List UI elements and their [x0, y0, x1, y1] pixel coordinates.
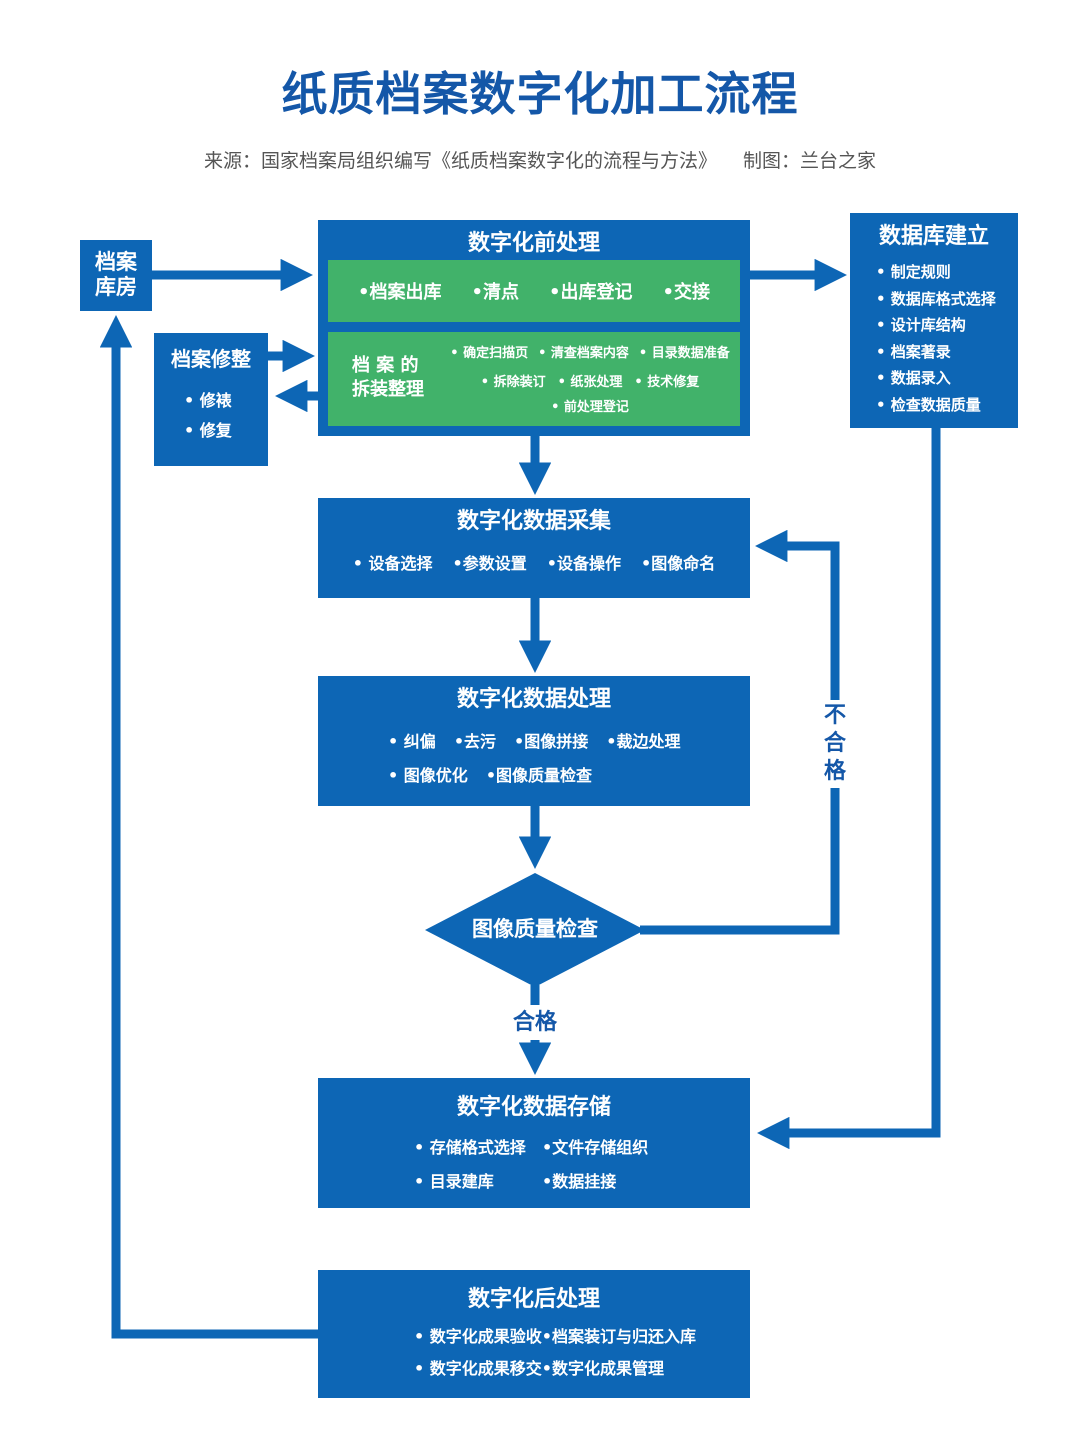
- list-item: • 档案著录: [876, 342, 951, 361]
- list-item: •去污: [453, 732, 497, 751]
- author-text: 制图：兰台之家: [743, 150, 877, 172]
- fail-label-char: 格: [823, 759, 846, 784]
- pre-processing-dismantle: 档 案 的 拆装整理 • 确定扫描页 • 清查档案内容 • 目录数据准备 • 拆…: [328, 332, 740, 426]
- list-item: • 拆除装订: [480, 375, 546, 390]
- arrow-postprocess-to-storage-room: [99, 315, 318, 1339]
- archive-repair-box: 档案修整 • 修裱 • 修复: [154, 333, 268, 466]
- capture-items: • 设备选择 •参数设置 •设备操作 •图像命名: [318, 550, 750, 574]
- list-item: • 数字化成果验收•档案装订与归还入库: [414, 1327, 697, 1346]
- list-item: • 修裱: [184, 391, 232, 410]
- archive-storage-line2: 库房: [95, 275, 137, 299]
- storage-box: 数字化数据存储 • 存储格式选择 •文件存储组织 • 目录建库 •数据挂接: [318, 1078, 750, 1208]
- dismantle-label-line1: 档 案 的: [352, 355, 419, 376]
- list-item: •裁边处理: [606, 732, 681, 751]
- archive-storage-box: 档案 库房: [80, 240, 152, 311]
- archive-storage-line1: 档案: [95, 250, 137, 274]
- list-item: •图像命名: [641, 554, 716, 573]
- post-processing-box: 数字化后处理 • 数字化成果验收•档案装订与归还入库 • 数字化成果移交•数字化…: [318, 1270, 750, 1398]
- storage-items: • 存储格式选择 •文件存储组织 • 目录建库 •数据挂接: [318, 1134, 750, 1192]
- post-processing-title: 数字化后处理: [467, 1287, 600, 1312]
- source-text: 来源：国家档案局组织编写《纸质档案数字化的流程与方法》: [203, 150, 717, 172]
- archive-repair-list: • 修裱 • 修复: [154, 386, 268, 446]
- processing-items: • 纠偏 •去污 •图像拼接 •裁边处理 • 图像优化 •图像质量检查: [318, 728, 750, 786]
- list-item: •交接: [662, 282, 711, 303]
- list-item: •数据挂接: [542, 1172, 617, 1191]
- fail-label-char: 不: [823, 703, 846, 728]
- list-item: • 修复: [184, 421, 232, 440]
- list-item: •档案出库: [357, 282, 442, 303]
- pre-processing-title: 数字化前处理: [467, 231, 600, 256]
- arrow-database-to-storage: [757, 428, 941, 1150]
- quality-check-diamond: [425, 873, 645, 987]
- dismantle-items: • 确定扫描页 • 清查档案内容 • 目录数据准备 • 拆除装订 • 纸张处理 …: [440, 342, 740, 415]
- quality-check-label: 图像质量检查: [472, 917, 598, 941]
- list-item: •图像质量检查: [485, 766, 593, 785]
- list-item: •文件存储组织: [542, 1138, 649, 1157]
- list-item: • 纸张处理: [557, 375, 623, 390]
- list-item: • 确定扫描页: [450, 346, 529, 361]
- pass-label: 合格: [512, 1010, 557, 1035]
- capture-title: 数字化数据采集: [456, 509, 611, 534]
- fail-label-char: 合: [823, 731, 846, 756]
- list-item: • 前处理登记: [551, 400, 629, 415]
- list-item: • 目录建库: [414, 1172, 494, 1191]
- dismantle-label: 档 案 的 拆装整理: [352, 354, 452, 402]
- list-item: • 设备选择: [352, 554, 433, 573]
- storage-title: 数字化数据存储: [456, 1095, 611, 1120]
- list-item: • 数据录入: [876, 369, 951, 387]
- list-item: • 目录数据准备: [638, 346, 730, 361]
- list-item: • 数据库格式选择: [876, 289, 996, 308]
- list-item: • 制定规则: [876, 263, 951, 281]
- list-item: • 技术修复: [634, 375, 700, 390]
- fail-label: 不 合 格: [818, 700, 852, 788]
- processing-title: 数字化数据处理: [456, 687, 611, 712]
- list-item: •清点: [471, 282, 519, 303]
- database-title: 数据库建立: [878, 224, 989, 249]
- list-item: • 图像优化: [388, 766, 468, 785]
- list-item: • 纠偏: [388, 732, 436, 751]
- dismantle-label-line2: 拆装整理: [352, 379, 424, 400]
- list-item: •设备操作: [546, 554, 622, 573]
- database-box: 数据库建立 • 制定规则 • 数据库格式选择 • 设计库结构 • 档案著录 • …: [850, 213, 1018, 428]
- capture-box: 数字化数据采集 • 设备选择 •参数设置 •设备操作 •图像命名: [318, 498, 750, 598]
- list-item: • 存储格式选择: [414, 1138, 526, 1157]
- database-list: • 制定规则 • 数据库格式选择 • 设计库结构 • 档案著录 • 数据录入 •…: [850, 259, 1018, 418]
- list-item: • 检查数据质量: [876, 395, 981, 414]
- list-item: • 数字化成果移交•数字化成果管理: [414, 1359, 665, 1378]
- list-item: •参数设置: [452, 554, 527, 573]
- list-item: •出库登记: [549, 282, 633, 303]
- post-processing-items: • 数字化成果验收•档案装订与归还入库 • 数字化成果移交•数字化成果管理: [318, 1326, 750, 1380]
- processing-box: 数字化数据处理 • 纠偏 •去污 •图像拼接 •裁边处理 • 图像优化 •图像质…: [318, 676, 750, 806]
- archive-repair-title: 档案修整: [171, 347, 251, 371]
- list-item: • 清查档案内容: [538, 346, 629, 361]
- page-subtitle: 来源：国家档案局组织编写《纸质档案数字化的流程与方法》 制图：兰台之家: [0, 146, 1080, 173]
- pre-processing-step1: •档案出库 •清点 •出库登记 •交接: [328, 260, 740, 322]
- list-item: • 设计库结构: [876, 316, 966, 334]
- page-title: 纸质档案数字化加工流程: [281, 67, 799, 121]
- list-item: •图像拼接: [514, 732, 589, 751]
